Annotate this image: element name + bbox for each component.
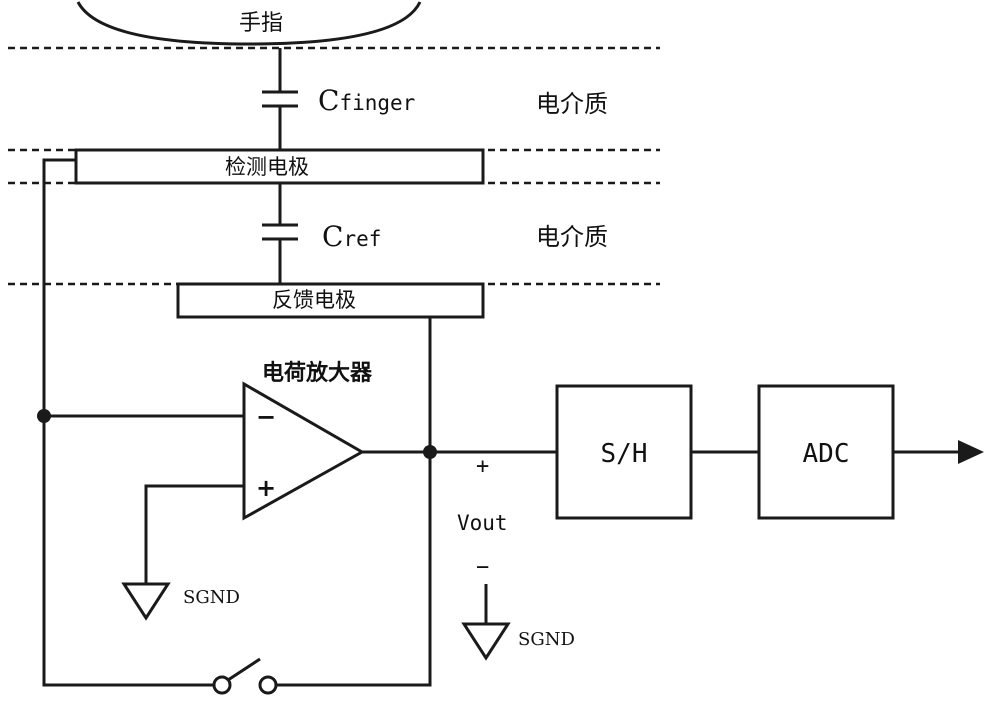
sgnd-label-2: SGND [518,629,575,650]
noninverting-sign: + [256,474,276,502]
adc-block [757,384,895,520]
finger-label: 手指 [239,11,283,36]
charge-amplifier [242,381,366,521]
sample-hold-label: S/H [601,439,648,469]
noninverting-input-wire [144,484,244,584]
inverting-sign: − [256,403,276,431]
adc-label: ADC [803,439,850,469]
reset-switch-arm [227,657,261,682]
cfinger-label: Cfinger [318,84,415,117]
output-arrow-icon [958,440,984,464]
cref-label: Cref [322,220,381,253]
junction-node-left [37,409,51,423]
detect-electrode [74,148,485,185]
switch-contact-left [212,675,232,695]
dielectric-label-1: 电介质 [536,90,608,118]
feedback-electrode-label: 反馈电极 [272,288,356,312]
vout-minus: − [476,555,489,580]
finger-arc [76,1,422,46]
dielectric-label-2: 电介质 [536,223,608,251]
vout-plus: + [476,454,489,479]
ground-symbol-1 [121,582,171,621]
detect-electrode-label: 检测电极 [225,155,309,179]
sgnd-label-1: SGND [183,587,240,608]
vout-label: Vout [457,511,508,535]
switch-contact-right [258,675,278,695]
feedback-electrode [176,282,485,319]
ground-symbol-2 [461,622,511,661]
charge-amp-label: 电荷放大器 [262,360,373,386]
right-feedback-wire [274,317,432,687]
sample-hold-block [555,384,693,520]
